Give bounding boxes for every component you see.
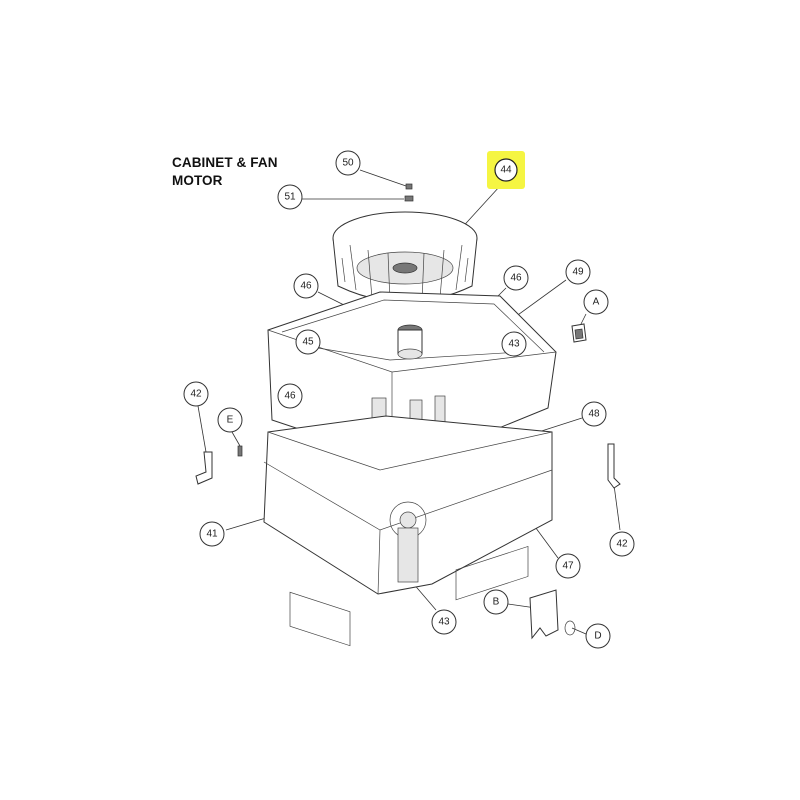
screw-50 — [405, 183, 413, 190]
callout-51: 51 — [277, 184, 303, 210]
callout-43-a: 43 — [501, 331, 527, 357]
callout-45: 45 — [295, 329, 321, 355]
callout-d: D — [585, 623, 611, 649]
callout-42-b-label: 42 — [616, 539, 628, 550]
fan-motor — [397, 324, 423, 360]
callout-44: 44 — [494, 158, 518, 182]
callout-42-a-label: 42 — [190, 389, 202, 400]
lower-cabinet — [263, 415, 553, 647]
callout-a: A — [583, 289, 609, 315]
callout-50: 50 — [335, 150, 361, 176]
part-d — [564, 620, 576, 636]
part-b — [529, 589, 559, 640]
callout-47-label: 47 — [562, 561, 574, 572]
callout-46-c: 46 — [277, 383, 303, 409]
callout-51-label: 51 — [284, 192, 296, 203]
callout-41-label: 41 — [206, 529, 218, 540]
part-e — [237, 445, 243, 457]
part-a — [571, 323, 587, 343]
callout-46-a: 46 — [293, 273, 319, 299]
callout-e: E — [217, 407, 243, 433]
diagram-title: CABINET & FAN MOTOR — [172, 154, 278, 190]
callout-46-a-label: 46 — [300, 281, 312, 292]
title-line-2: MOTOR — [172, 173, 223, 188]
callout-48: 48 — [581, 401, 607, 427]
callout-d-label: D — [594, 631, 601, 642]
callout-46-b: 46 — [503, 265, 529, 291]
callout-49-label: 49 — [572, 267, 584, 278]
callout-43-b: 43 — [431, 609, 457, 635]
callout-46-c-label: 46 — [284, 391, 296, 402]
callout-b-label: B — [493, 597, 500, 608]
title-line-1: CABINET & FAN — [172, 155, 278, 170]
callout-50-label: 50 — [342, 158, 354, 169]
callout-47: 47 — [555, 553, 581, 579]
callout-42-a: 42 — [183, 381, 209, 407]
bracket-right — [607, 443, 621, 489]
callout-45-label: 45 — [302, 337, 314, 348]
bracket-left — [195, 451, 213, 485]
callout-49: 49 — [565, 259, 591, 285]
callout-44-label: 44 — [500, 165, 512, 176]
callout-43-b-label: 43 — [438, 617, 450, 628]
callout-41: 41 — [199, 521, 225, 547]
fan-wheel — [332, 211, 478, 303]
washer-51 — [404, 195, 414, 202]
callout-a-label: A — [593, 297, 600, 308]
callout-42-b: 42 — [609, 531, 635, 557]
callout-e-label: E — [227, 415, 234, 426]
callout-b: B — [483, 589, 509, 615]
callout-46-b-label: 46 — [510, 273, 522, 284]
callout-48-label: 48 — [588, 409, 600, 420]
callout-43-a-label: 43 — [508, 339, 520, 350]
